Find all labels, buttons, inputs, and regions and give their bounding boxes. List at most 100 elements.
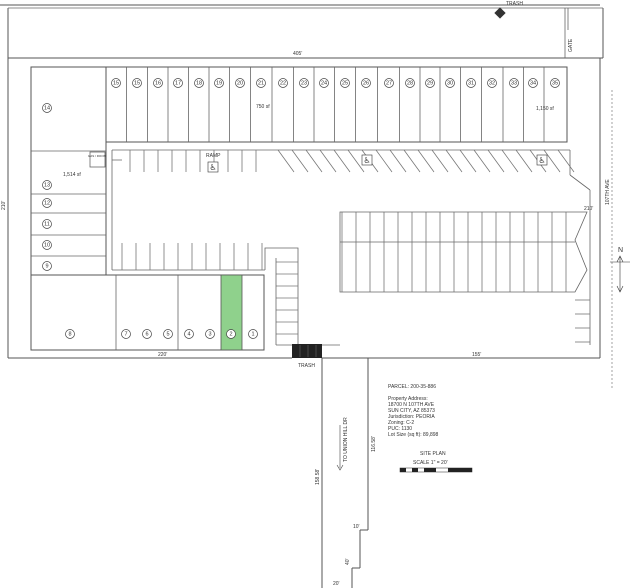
north-label: N bbox=[618, 247, 623, 254]
svg-text:9: 9 bbox=[45, 263, 48, 269]
svg-text:4: 4 bbox=[187, 331, 190, 337]
unit-number[interactable]: 15 bbox=[132, 78, 142, 88]
svg-text:19: 19 bbox=[216, 80, 222, 86]
svg-text:15: 15 bbox=[113, 80, 119, 86]
svg-text:15: 15 bbox=[134, 80, 140, 86]
svg-text:1: 1 bbox=[251, 331, 254, 337]
svg-text:29: 29 bbox=[427, 80, 433, 86]
unit-number[interactable]: 5 bbox=[163, 329, 173, 339]
top-dimension: 405' bbox=[293, 51, 302, 57]
svg-text:34: 34 bbox=[530, 80, 536, 86]
scale-bar bbox=[399, 467, 473, 473]
info-line: Lot Size (sq ft): 89,898 bbox=[388, 432, 439, 438]
dimension-10: 10' bbox=[353, 524, 360, 530]
parking-lot: ♿ ♿ ♿ RAMP bbox=[111, 149, 591, 346]
unit-number[interactable]: 12 bbox=[42, 198, 52, 208]
highlighted-unit[interactable] bbox=[220, 274, 243, 351]
bottom-right-dimension: 155' bbox=[472, 352, 481, 358]
unit-number[interactable]: 9 bbox=[42, 261, 52, 271]
svg-text:16: 16 bbox=[155, 80, 161, 86]
unit-number[interactable]: 16 bbox=[153, 78, 163, 88]
svg-text:23: 23 bbox=[301, 80, 307, 86]
site-plan-scale: SCALE 1" = 20' bbox=[413, 460, 448, 466]
gate-label: GATE bbox=[568, 38, 574, 52]
gas-room-label: GAS / ROOM bbox=[88, 154, 107, 158]
info-line: PUC: 1130 bbox=[388, 426, 412, 432]
unit-number[interactable]: 2 bbox=[226, 329, 236, 339]
svg-text:6: 6 bbox=[145, 331, 148, 337]
unit-number[interactable]: 13 bbox=[42, 180, 52, 190]
unit-number[interactable]: 14 bbox=[42, 103, 52, 113]
unit-number[interactable]: 7 bbox=[121, 329, 131, 339]
unit-number[interactable]: 30 bbox=[445, 78, 455, 88]
unit-number[interactable]: 28 bbox=[405, 78, 415, 88]
unit-number[interactable]: 18 bbox=[194, 78, 204, 88]
unit-number[interactable]: 21 bbox=[256, 78, 266, 88]
svg-text:35: 35 bbox=[552, 80, 558, 86]
svg-text:18: 18 bbox=[196, 80, 202, 86]
union-hill-label: TO UNION HILL DR bbox=[343, 417, 349, 462]
area-750: 750 sf bbox=[256, 104, 270, 110]
svg-text:3: 3 bbox=[208, 331, 211, 337]
dimension-20: 20' bbox=[333, 581, 340, 587]
svg-text:30: 30 bbox=[447, 80, 453, 86]
area-1150: 1,150 sf bbox=[536, 106, 554, 112]
unit-number[interactable]: 10 bbox=[42, 240, 52, 250]
unit-number[interactable]: 15 bbox=[111, 78, 121, 88]
unit-number[interactable]: 1 bbox=[248, 329, 258, 339]
svg-text:7: 7 bbox=[124, 331, 127, 337]
svg-text:21: 21 bbox=[258, 80, 264, 86]
svg-text:5: 5 bbox=[166, 331, 169, 337]
info-line: PARCEL: 200-35-886 bbox=[388, 384, 436, 390]
trash-bottom-label: TRASH bbox=[298, 363, 315, 369]
unit-number[interactable]: 3 bbox=[205, 329, 215, 339]
unit-number[interactable]: 26 bbox=[361, 78, 371, 88]
unit-number[interactable]: 17 bbox=[173, 78, 183, 88]
unit-number[interactable]: 32 bbox=[487, 78, 497, 88]
unit-number[interactable]: 4 bbox=[184, 329, 194, 339]
unit-number[interactable]: 34 bbox=[528, 78, 538, 88]
unit-number[interactable]: 35 bbox=[550, 78, 560, 88]
trash-top-label: TRASH bbox=[506, 1, 523, 7]
left-unit-block: GAS / ROOM 1,514 sf bbox=[30, 66, 107, 276]
bottom-unit-row bbox=[30, 274, 265, 351]
unit-number[interactable]: 25 bbox=[340, 78, 350, 88]
unit-number[interactable]: 23 bbox=[299, 78, 309, 88]
info-line: Jurisdiction: PEORIA bbox=[388, 414, 435, 420]
svg-text:25: 25 bbox=[342, 80, 348, 86]
info-line: SUN CITY, AZ 85373 bbox=[388, 408, 435, 414]
svg-text:♿: ♿ bbox=[538, 156, 545, 165]
svg-text:♿: ♿ bbox=[209, 163, 216, 172]
svg-text:♿: ♿ bbox=[363, 156, 370, 165]
svg-text:2: 2 bbox=[229, 331, 232, 337]
unit-number[interactable]: 20 bbox=[235, 78, 245, 88]
unit-number[interactable]: 27 bbox=[384, 78, 394, 88]
unit-number[interactable]: 24 bbox=[319, 78, 329, 88]
unit-number[interactable]: 22 bbox=[278, 78, 288, 88]
trash-top-marker bbox=[494, 7, 506, 19]
site-plan-title: SITE PLAN bbox=[420, 451, 446, 457]
strip-dimension-a: 116.58' bbox=[371, 436, 377, 452]
info-line: Property Address: bbox=[388, 396, 428, 402]
unit-number[interactable]: 11 bbox=[42, 219, 52, 229]
unit-number[interactable]: 19 bbox=[214, 78, 224, 88]
top-unit-row: 750 sf 1,150 sf bbox=[105, 66, 568, 143]
accessible-parking-icon: ♿ bbox=[536, 154, 548, 166]
unit-number[interactable]: 33 bbox=[509, 78, 519, 88]
svg-text:12: 12 bbox=[44, 200, 50, 206]
svg-text:28: 28 bbox=[407, 80, 413, 86]
svg-text:14: 14 bbox=[44, 105, 50, 111]
unit-number[interactable]: 6 bbox=[142, 329, 152, 339]
svg-text:10: 10 bbox=[44, 242, 50, 248]
unit-number[interactable]: 29 bbox=[425, 78, 435, 88]
svg-text:33: 33 bbox=[511, 80, 517, 86]
unit-number[interactable]: 31 bbox=[466, 78, 476, 88]
svg-text:20: 20 bbox=[237, 80, 243, 86]
unit-number[interactable]: 8 bbox=[65, 329, 75, 339]
svg-text:26: 26 bbox=[363, 80, 369, 86]
north-arrow-icon bbox=[616, 255, 624, 263]
south-access-strip: 116.58' 158.58' 10' 40' 20' TO UNION HIL… bbox=[315, 358, 377, 588]
